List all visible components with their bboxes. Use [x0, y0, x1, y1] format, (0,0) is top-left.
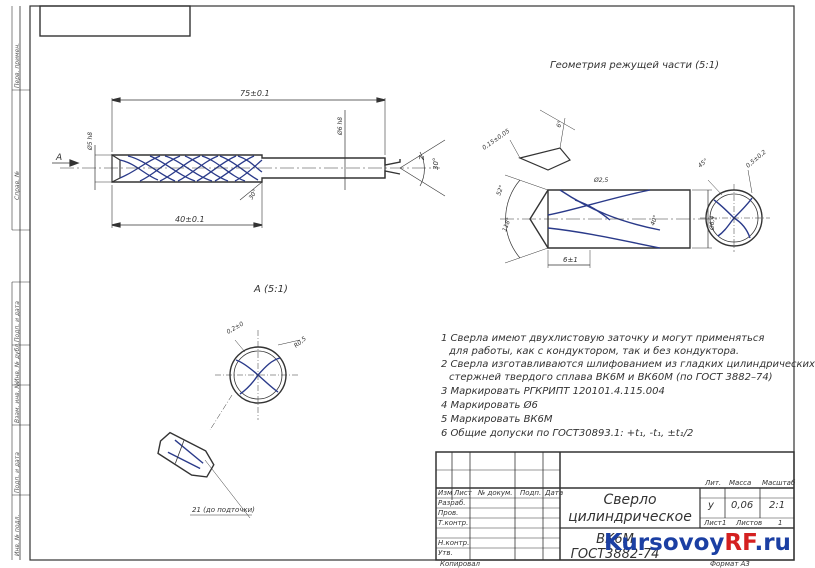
copied-label: Копировал	[440, 560, 480, 568]
dim-tip-z: Z	[418, 155, 426, 161]
watermark-highlight: RF	[724, 530, 755, 556]
role-prov: Пров.	[438, 509, 459, 517]
role-razrab: Разраб.	[438, 499, 466, 507]
title-material: ВК6М ГОСТ3882-74	[570, 532, 660, 562]
dim-sec-a-r: R0,5	[293, 335, 308, 349]
role-utv: Утв.	[438, 549, 453, 557]
dim-helix: 30°	[248, 188, 259, 201]
dim-body-dia: Ø6 h8	[337, 117, 344, 136]
sheets-label: Листов	[736, 519, 763, 527]
dim-rel-angle: 45°	[697, 157, 710, 169]
format-label: Формат А3	[710, 560, 750, 568]
dim-chamfer: 0,15±0,05	[481, 128, 511, 152]
note-line: 5 Маркировать ВК6М	[441, 414, 553, 425]
col-mass: Масса	[729, 479, 752, 487]
title-name-line2: цилиндрическое	[568, 509, 692, 525]
geometry-view	[500, 109, 770, 268]
section-a-title: А (5:1)	[253, 284, 288, 295]
top-left-stamp	[39, 5, 191, 37]
drill-main-view	[52, 97, 446, 228]
row-doc: № докум.	[478, 489, 513, 497]
note-line: 1 Сверла имеют двухлистовую заточку и мо…	[441, 333, 765, 344]
title-block	[435, 451, 795, 561]
row-list: Лист	[454, 489, 472, 497]
scale-value: 2:1	[769, 500, 786, 511]
col-lit: Лит.	[705, 479, 722, 487]
dim-angle-40: 40°	[649, 214, 659, 226]
section-a-view	[157, 330, 301, 519]
watermark-prefix: Kursovoy	[604, 530, 725, 556]
geometry-view-title: Геометрия режущей части (5:1)	[550, 60, 719, 71]
note-line: стержней твердого сплава ВК6М и ВК60М (п…	[449, 372, 773, 383]
note-line: 2 Сверла изготавливаются шлифованием из …	[441, 359, 815, 370]
note-line: 6 Общие допуски по ГОСТ30893.1: +t₁, -t₁…	[441, 428, 694, 439]
dim-angle-118: 118°	[501, 217, 513, 233]
dim-len-6: 6±1	[563, 256, 578, 264]
sheet-value: 1	[722, 519, 727, 527]
mass-value: 0,06	[731, 500, 754, 511]
sheet-label: Лист	[704, 519, 722, 527]
dim-work-length: 40±0.1	[175, 215, 205, 224]
col-scale: Масштаб	[762, 479, 796, 487]
drawing-canvas: Геометрия режущей части (5:1) А (5:1) А …	[11, 5, 795, 561]
dim-tip-angle: 30°	[432, 158, 440, 170]
side-label: Взам. инв. №	[14, 382, 21, 423]
note-line: 4 Маркировать Ø6	[441, 400, 538, 411]
side-label: Подп. и дата	[14, 301, 21, 342]
row-data: Дата	[545, 489, 564, 497]
dim-overall-length: 75±0.1	[240, 89, 270, 98]
side-label: Перв. примен.	[14, 42, 21, 88]
drawing-frame	[29, 5, 795, 561]
role-nkontr: Н.контр.	[438, 539, 470, 547]
side-label: Инв. № дубл.	[14, 341, 21, 383]
row-podp: Подп.	[520, 489, 542, 497]
dim-web: Ø2,5	[593, 177, 608, 184]
dim-sec-a-chamfer: 0,2±0	[226, 320, 246, 335]
site-watermark: KursovoyRF.ru	[604, 530, 791, 556]
row-izm: Изм	[438, 489, 453, 497]
dim-angle-a: 6°	[555, 120, 564, 129]
dim-angle-52: 52°	[495, 184, 505, 196]
arrow-a-label: А	[55, 153, 62, 163]
note-line: 3 Маркировать РГКРИПТ 120101.4.115.004	[441, 386, 665, 397]
watermark-suffix: .ru	[754, 530, 791, 556]
note-line: для работы, как с кондуктором, так и без…	[449, 346, 740, 357]
role-tkontr: Т.контр.	[438, 519, 469, 527]
dim-top-05: 0,5±0,2	[745, 149, 768, 170]
side-label: Справ. №	[14, 170, 21, 200]
title-name-line1: Сверло	[603, 492, 657, 508]
sheets-value: 1	[778, 519, 783, 527]
side-label: Инв. № подл.	[14, 514, 21, 556]
dim-shank-dia: Ø5 h8	[87, 132, 94, 151]
dim-under-sharp: 21 (до подточки)	[192, 506, 255, 514]
dim-geo-dia: Ø6,4	[709, 216, 716, 231]
lit-value: у	[708, 500, 714, 511]
side-label: Подп. и дата	[14, 452, 21, 493]
